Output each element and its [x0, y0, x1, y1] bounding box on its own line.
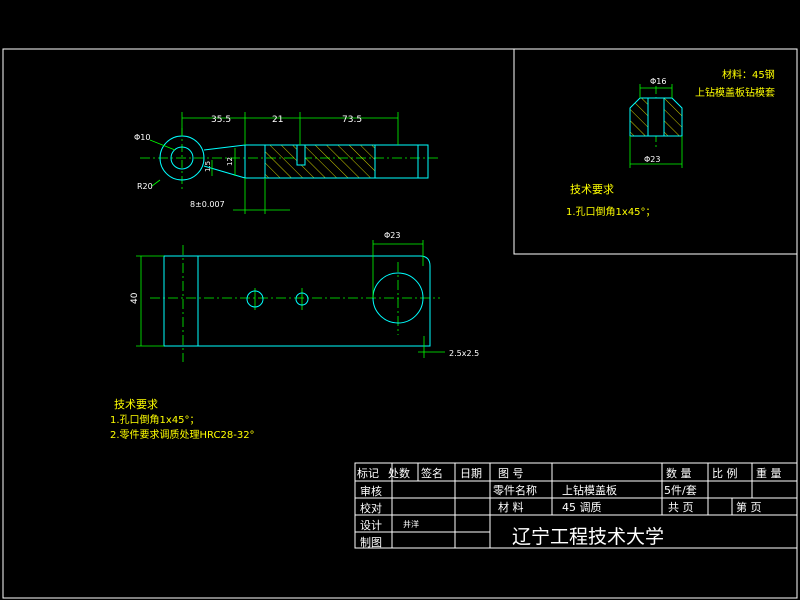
bushing-dim-bottom: Φ23: [644, 155, 660, 164]
bushing-tech-req-title: 技术要求: [570, 183, 614, 196]
ring-hole: [170, 146, 194, 170]
page-no: 第 页: [736, 500, 762, 514]
top-body-section: [264, 144, 376, 179]
row-review: 审核: [360, 484, 382, 498]
plan-body-outline: [163, 255, 431, 347]
bushing-view: Φ16 Φ23: [629, 77, 683, 168]
title-block-frame: [354, 462, 798, 549]
dim-text-height: 40: [130, 292, 140, 304]
material-value: 45 调质: [562, 501, 602, 514]
header-mark: 标记: [357, 466, 379, 480]
bushing-tech-req-item-1: 1.孔口倒角1x45°；: [566, 206, 656, 218]
dim-text-small2: 12: [226, 157, 234, 166]
designer-name: 井洋: [403, 519, 419, 529]
dim-text-radius: R20: [137, 182, 153, 191]
row-check: 校对: [360, 501, 382, 515]
dim-text-chamfer: 2.5x2.5: [449, 349, 479, 358]
dim-text-21: 21: [272, 115, 283, 125]
part-name-value: 上钻模盖板: [562, 483, 617, 497]
part-tech-req-item-1: 1.孔口倒角1x45°；: [110, 414, 200, 426]
plan-hole-1: [246, 290, 264, 308]
title-block: [354, 462, 798, 549]
dim-text-8: 8±0.007: [190, 200, 225, 209]
dim-text-hole: Φ23: [384, 231, 400, 240]
header-count: 处数: [388, 467, 410, 480]
header-drawing-no: 图 号: [498, 467, 524, 480]
bushing-frame: [513, 49, 797, 255]
qty-label: 数 量: [666, 467, 692, 480]
bushing-name: 上钻模盖板钻模套: [695, 86, 775, 99]
bushing-material: 材料：45钢: [722, 68, 775, 81]
scale-label: 比 例: [712, 466, 738, 480]
part-name-label: 零件名称: [493, 483, 537, 497]
dim-text-small1: 1.5: [204, 161, 212, 172]
top-slot: [296, 144, 306, 166]
total-pages: 共 页: [668, 501, 694, 514]
dim-text-73-5: 73.5: [342, 115, 362, 125]
qty-value: 5件/套: [664, 484, 697, 497]
weight-label: 重 量: [756, 466, 782, 480]
school-name: 辽宁工程技术大学: [512, 526, 664, 548]
plan-view: 40 Φ23 2.5x2.5: [130, 231, 479, 362]
header-sign: 签名: [421, 466, 443, 480]
part-tech-req-title: 技术要求: [114, 398, 158, 411]
row-draw: 制图: [360, 536, 382, 549]
dim-text-hole-dia: Φ10: [134, 133, 150, 142]
row-design: 设计: [360, 519, 382, 532]
dim-text-35-5: 35.5: [211, 115, 231, 125]
bushing-dim-top: Φ16: [650, 77, 666, 86]
material-label: 材 料: [498, 500, 524, 514]
part-tech-req-item-2: 2.零件要求调质处理HRC28-32°: [110, 429, 255, 441]
top-view: 35.5 21 73.5 Φ10 R20 8±0.007 1.5 12: [134, 112, 440, 214]
plan-hole-2: [295, 292, 309, 306]
sheet-border: [2, 48, 798, 599]
bushing-bore: [647, 97, 665, 137]
header-date: 日期: [460, 467, 482, 480]
